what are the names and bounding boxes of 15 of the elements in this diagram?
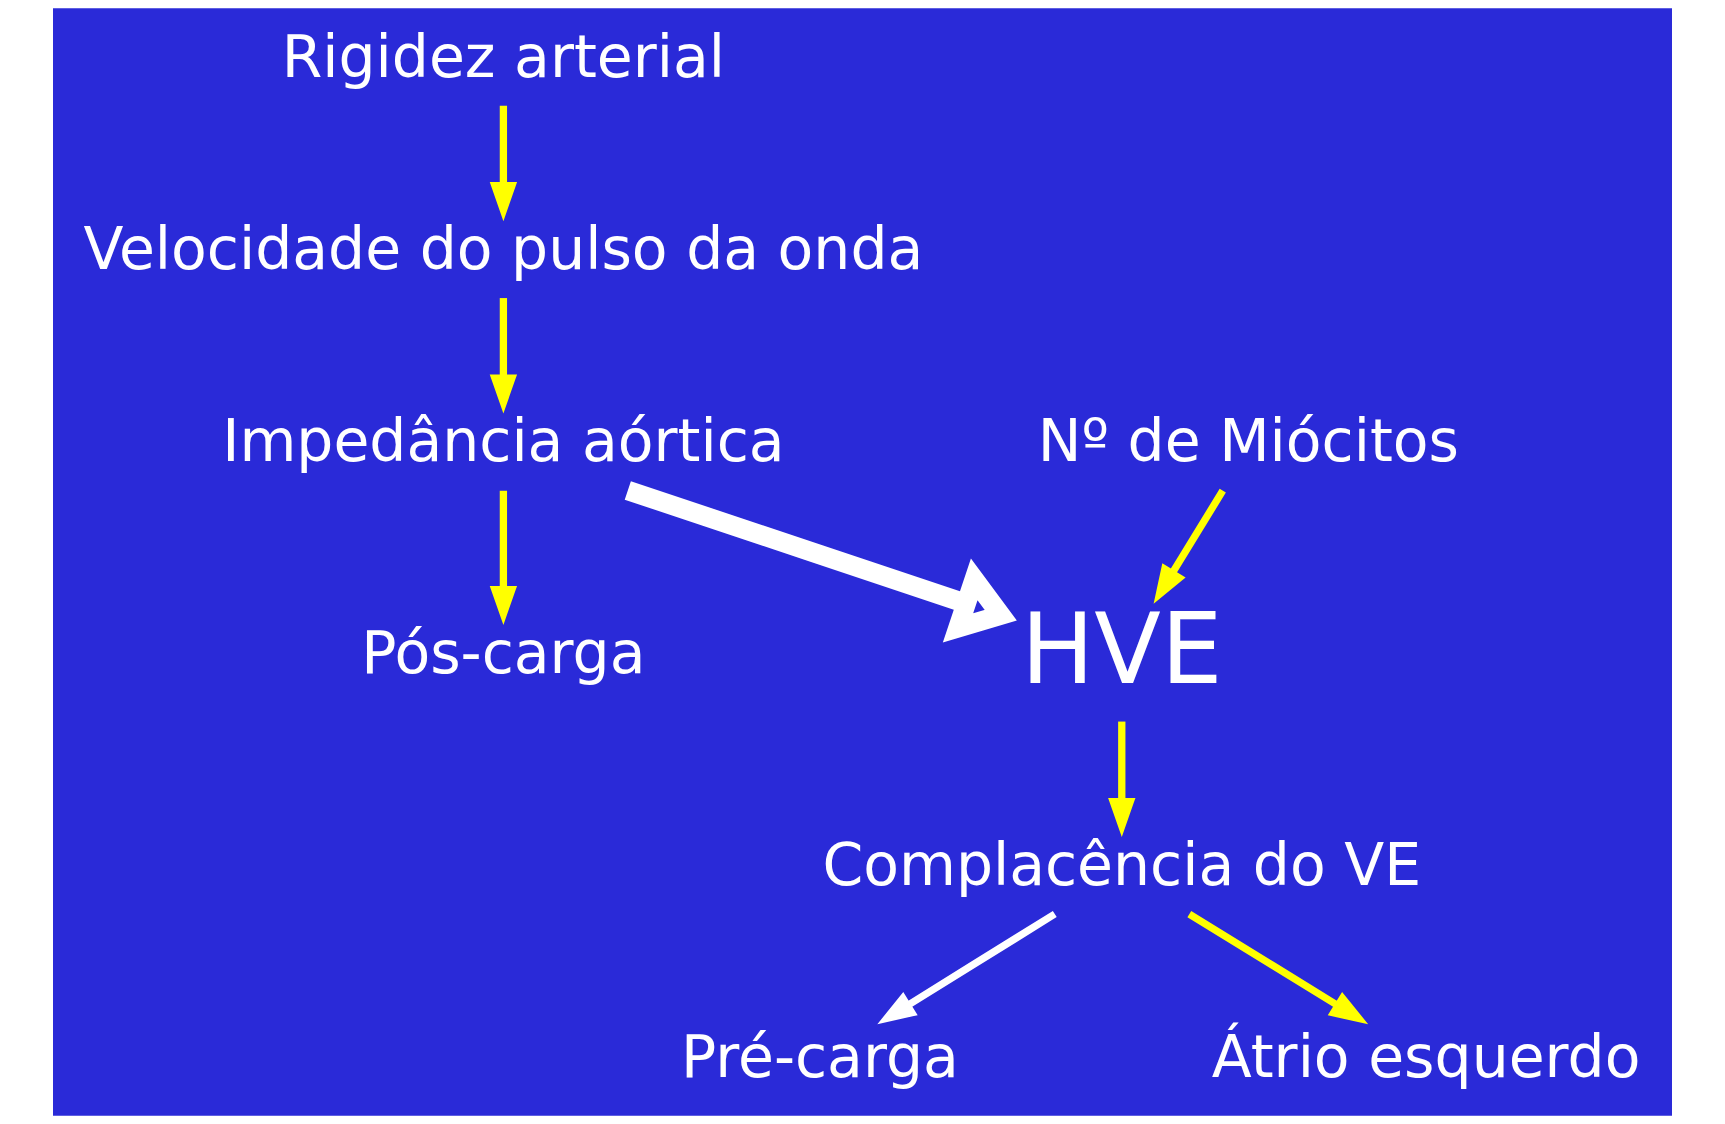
node-text: Átrio esquerdo <box>1211 1023 1641 1092</box>
node-text: Pré-carga <box>681 1023 959 1092</box>
arrow <box>1187 910 1369 1025</box>
arrow <box>489 105 518 222</box>
arrow <box>489 490 518 625</box>
arrow <box>1153 488 1226 604</box>
node-text: Pós-carga <box>361 619 646 688</box>
arrow <box>877 910 1057 1025</box>
node-text: HVE <box>1021 592 1223 706</box>
node-text: Complacência do VE <box>822 831 1422 900</box>
node-text: Nº de Miócitos <box>1037 407 1459 476</box>
node-text: Velocidade do pulso da onda <box>83 215 924 284</box>
node-text: Rigidez arterial <box>281 22 726 91</box>
node-text: Impedância aórtica <box>222 407 785 476</box>
arrow <box>624 481 1017 643</box>
